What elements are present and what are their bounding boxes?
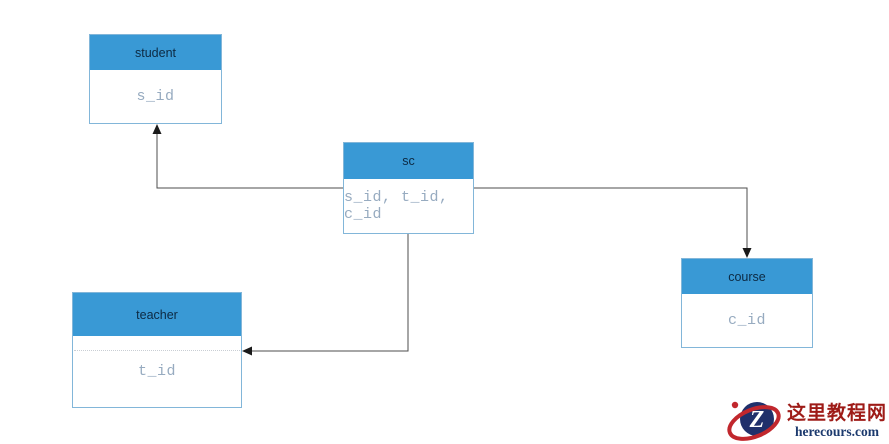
teacher-dotted-guide-line [74, 350, 240, 351]
entity-teacher-title: teacher [73, 293, 241, 336]
watermark-text: 这里教程网 herecours.com [787, 403, 887, 440]
site-domain-label: herecours.com [794, 423, 880, 439]
watermark: Z 这里教程网 herecours.com [727, 398, 887, 444]
entity-student-attributes: s_id [136, 88, 175, 105]
logo-letter: Z [749, 407, 765, 433]
entity-student: student s_id [89, 34, 222, 124]
connector-sc-course [474, 187, 748, 250]
entity-teacher-attributes: t_id [137, 363, 176, 380]
entity-sc-title: sc [344, 143, 473, 179]
entity-course-attributes: c_id [727, 312, 766, 329]
entity-student-title: student [90, 35, 221, 70]
entity-sc: sc s_id, t_id, c_id [343, 142, 474, 234]
entity-course: course c_id [681, 258, 813, 348]
connector-sc-student [156, 132, 343, 189]
arrowhead-left-icon [242, 346, 252, 356]
site-name-label: 这里教程网 [786, 402, 887, 424]
entity-course-title: course [682, 259, 812, 294]
site-logo-icon: Z [727, 401, 781, 441]
arrowhead-down-icon [742, 248, 752, 258]
connector-sc-teacher [250, 234, 409, 352]
entity-sc-attributes: s_id, t_id, c_id [344, 189, 449, 223]
arrowhead-up-icon [152, 124, 162, 134]
logo-orbit-dot [731, 401, 739, 409]
